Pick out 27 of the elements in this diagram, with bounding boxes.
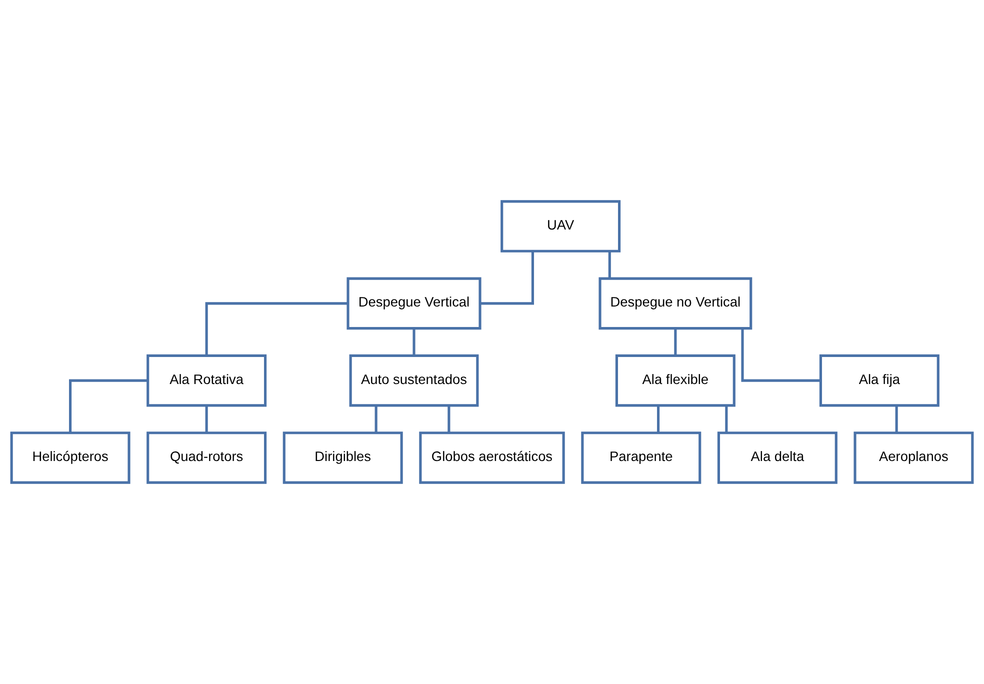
- node-box: Ala Rotativa: [146, 354, 267, 407]
- node-box: Quad-rotors: [146, 432, 267, 484]
- node-box: Auto sustentados: [349, 354, 479, 407]
- connector: [412, 328, 416, 356]
- node-box: Despegue no Vertical: [598, 277, 752, 330]
- connector: [448, 406, 450, 433]
- connector: [895, 406, 898, 433]
- connector: [374, 406, 378, 433]
- node-box: Helicópteros: [10, 432, 130, 484]
- connector: [480, 252, 534, 305]
- connector: [657, 406, 660, 433]
- node-box: Aeroplanos: [854, 432, 974, 484]
- node-box: Ala fija: [819, 354, 940, 407]
- node-box: Despegue Vertical: [346, 277, 482, 330]
- connector: [608, 252, 611, 278]
- connector: [69, 379, 148, 432]
- node-box: Dirigibles: [282, 432, 403, 484]
- connector: [725, 406, 728, 433]
- connector: [205, 406, 208, 433]
- connector: [205, 302, 348, 356]
- connector: [741, 328, 821, 382]
- node-box: Ala flexible: [615, 354, 736, 407]
- node-box: Ala delta: [717, 432, 838, 484]
- connector: [674, 328, 677, 356]
- node-box: UAV: [500, 200, 621, 252]
- node-box: Parapente: [581, 432, 702, 484]
- node-box: Globos aerostáticos: [419, 432, 565, 484]
